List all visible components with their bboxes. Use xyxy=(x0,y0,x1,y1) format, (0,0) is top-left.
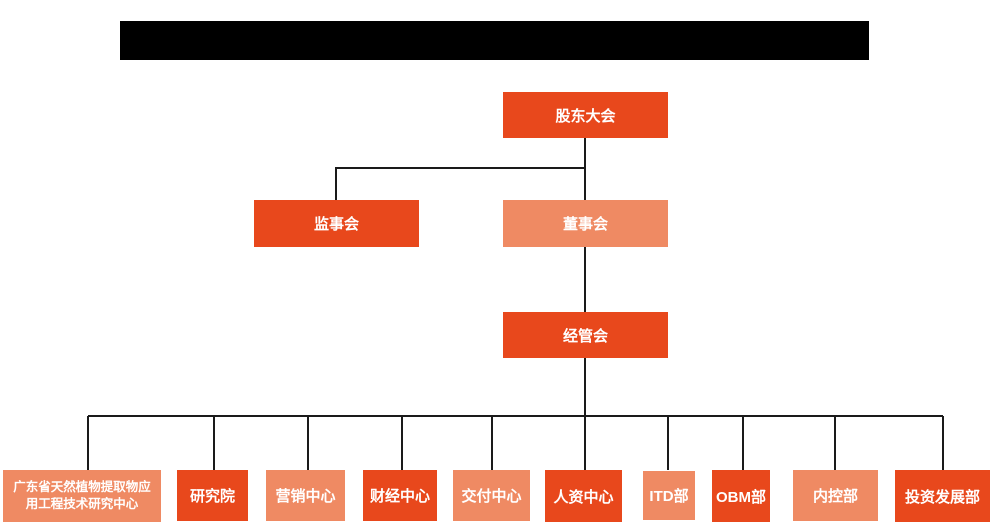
node-label: 经管会 xyxy=(562,327,608,345)
node-label: 营销中心 xyxy=(275,488,336,505)
node-itd-dept: ITD部 xyxy=(643,471,695,520)
redacted-title-bar xyxy=(120,21,869,60)
node-finance-center: 财经中心 xyxy=(363,470,437,521)
node-shareholders-meeting: 股东大会 xyxy=(503,92,668,138)
connector-shareholders-branch xyxy=(335,138,586,200)
node-label: 董事会 xyxy=(562,216,608,233)
node-label: OBM部 xyxy=(716,488,766,506)
node-hr-center: 人资中心 xyxy=(545,470,622,522)
node-marketing-center: 营销中心 xyxy=(266,470,345,521)
node-management-committee: 经管会 xyxy=(503,312,668,358)
node-label: 内控部 xyxy=(812,488,858,505)
node-label: 研究院 xyxy=(189,488,235,505)
node-label: 股东大会 xyxy=(555,107,616,125)
node-label: 广东省天然植物提取物应用工程技术研究中心 xyxy=(13,480,151,511)
node-label: 人资中心 xyxy=(553,488,614,506)
connector-management-departments xyxy=(87,358,944,470)
node-obm-dept: OBM部 xyxy=(712,470,770,522)
node-label: 投资发展部 xyxy=(904,488,980,506)
node-delivery-center: 交付中心 xyxy=(453,470,530,521)
node-research-center: 广东省天然植物提取物应用工程技术研究中心 xyxy=(3,470,161,522)
node-label: 财经中心 xyxy=(369,488,430,505)
node-supervisory-board: 监事会 xyxy=(254,200,419,247)
node-label: 交付中心 xyxy=(461,488,522,505)
node-label: 监事会 xyxy=(313,216,359,233)
node-board-of-directors: 董事会 xyxy=(503,200,668,247)
node-investment-dev-dept: 投资发展部 xyxy=(895,470,990,522)
node-internal-control-dept: 内控部 xyxy=(793,470,878,521)
node-research-institute: 研究院 xyxy=(177,470,248,521)
node-label: ITD部 xyxy=(649,488,689,505)
